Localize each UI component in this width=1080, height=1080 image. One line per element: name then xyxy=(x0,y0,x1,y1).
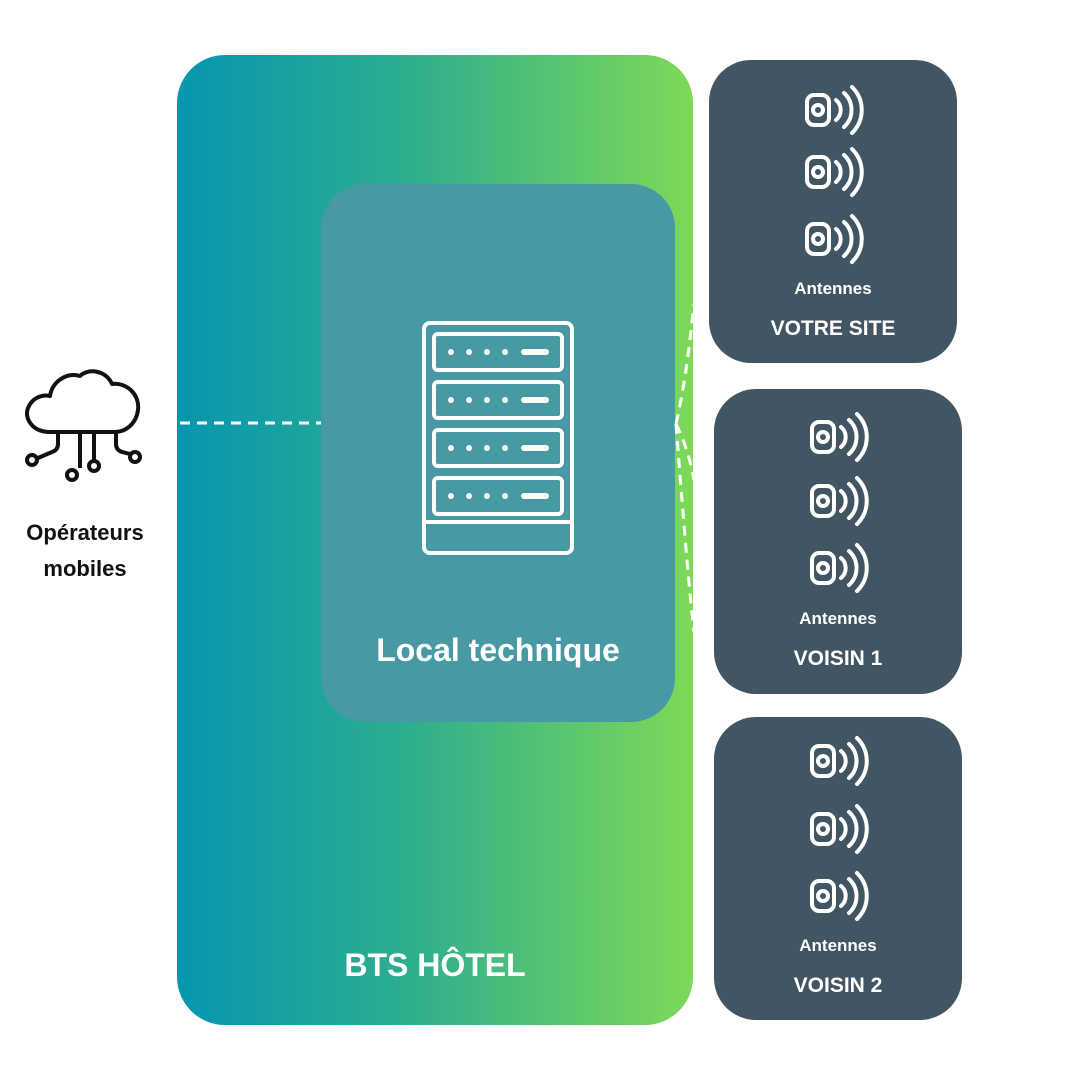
operators-label-line2: mobiles xyxy=(43,556,127,581)
antenna-icon xyxy=(808,735,872,789)
antennas-label: Antennes xyxy=(799,609,877,628)
operators-label: Opérateurs mobiles xyxy=(0,515,170,587)
local-technique-panel: Local technique xyxy=(321,184,675,722)
site-name: VOISIN 1 xyxy=(793,647,883,670)
antenna-icon xyxy=(803,213,867,267)
antenna-icon xyxy=(803,146,867,200)
bts-hotel-title: BTS HÔTEL xyxy=(344,947,526,983)
antenna-icon xyxy=(808,870,872,924)
antenna-icon xyxy=(803,84,867,138)
cloud-network-icon xyxy=(18,362,148,492)
local-technique-title: Local technique xyxy=(376,632,620,668)
antenna-icon xyxy=(808,542,872,596)
site-votre-site: Antennes VOTRE SITE xyxy=(709,60,957,363)
server-rack-icon xyxy=(421,320,575,561)
operators-label-line1: Opérateurs xyxy=(26,520,144,545)
antenna-icon xyxy=(808,475,872,529)
antennas-label: Antennes xyxy=(799,936,877,955)
antennas-label: Antennes xyxy=(794,279,872,298)
antenna-icon xyxy=(808,411,872,465)
antenna-icon xyxy=(808,803,872,857)
site-voisin-1: Antennes VOISIN 1 xyxy=(714,389,962,694)
site-name: VOTRE SITE xyxy=(770,317,896,340)
site-name: VOISIN 2 xyxy=(793,974,883,997)
site-voisin-2: Antennes VOISIN 2 xyxy=(714,717,962,1020)
